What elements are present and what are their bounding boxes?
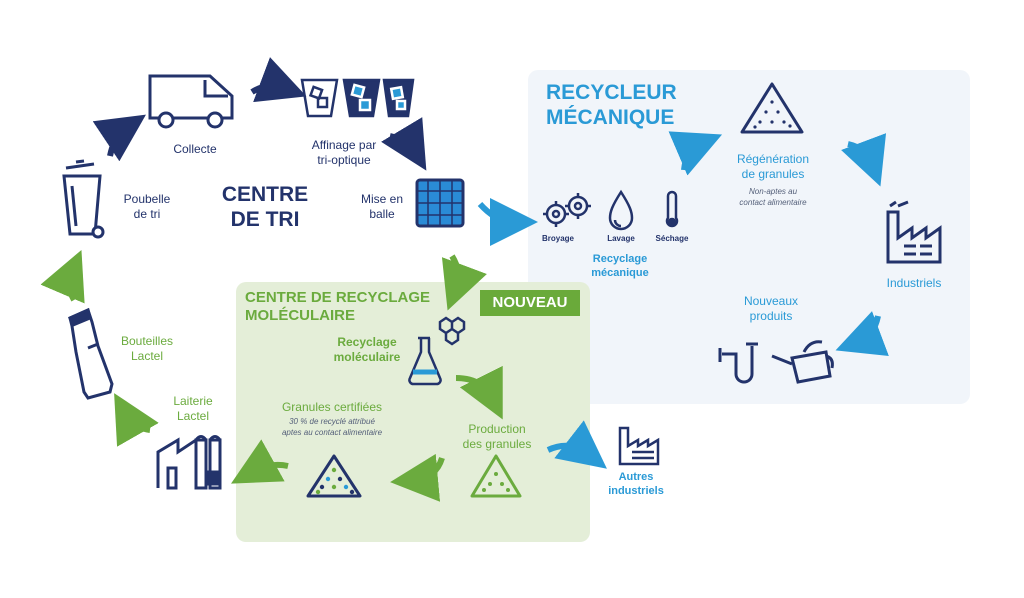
mise-label-line2: balle [369,207,395,221]
centre-de-tri-title-line2: DE TRI [230,208,300,231]
sechage-label: Séchage [655,234,689,243]
bouteilles-label-line2: Lactel [130,349,164,363]
granules-note-line2: aptes au contact alimentaire [281,428,383,437]
regeneration-label-line1: Régénération [736,152,810,166]
arrow-affinage-to-mise [381,117,427,171]
bouteilles-label-line1: Bouteilles [120,334,174,348]
centre-de-tri-title-line1: CENTRE [221,183,309,206]
arrow-regeneration-to-industriels [841,133,887,187]
affinage-label-line1: Affinage par [311,138,377,152]
granules-certifiees-label: Granules certifiées [281,400,383,414]
arrow-production-to-autres [546,420,607,469]
pipe-icon [718,342,758,384]
recycleur-mecanique-title: RECYCLEUR MÉCANIQUE [546,80,677,130]
collecte-label: Collecte [173,142,217,156]
nouveaux-label-line1: Nouveaux [743,294,799,308]
bouteilles-label: Bouteilles Lactel [112,334,182,364]
laiterie-label: Laiterie Lactel [160,394,226,424]
mise-en-balle-label: Mise en balle [352,192,412,222]
arrow-moleculaire-to-production [455,365,503,420]
arrow-laiterie-to-bouteilles [114,393,159,447]
recyclage-moleculaire-label: Recyclage moléculaire [326,335,408,365]
arrow-mise-to-mecanique [477,197,538,246]
arrow-production-to-granules [390,453,445,502]
granules-note: 30 % de recyclé attribué aptes au contac… [264,416,400,438]
granules-note-line1: 30 % de recyclé attribué [289,417,375,426]
arrow-granules-to-laiterie [231,439,289,484]
molecule-flask-icon [408,316,466,386]
recyclage-mol-line1: Recyclage [337,335,397,349]
recycleur-title-line2: MÉCANIQUE [546,106,675,129]
regeneration-note-line1: Non-aptes au [748,187,798,196]
regeneration-label: Régénération de granules [722,152,824,182]
affinage-label: Affinage par tri-optique [296,138,392,168]
green-pellets-icon [470,454,522,498]
arrow-poubelle-to-collecte [92,114,146,162]
production-label: Production des granules [454,422,540,452]
water-drop-icon [608,189,634,231]
poubelle-label-line2: de tri [133,207,161,221]
mise-label-line1: Mise en [360,192,404,206]
recycleur-title-line1: RECYCLEUR [546,81,677,104]
autres-label-line1: Autres [618,471,654,483]
centre-de-tri-title: CENTRE DE TRI [212,182,318,232]
recyclage-mecanique-label: Recyclage mécanique [580,252,660,280]
broyage-label: Broyage [541,234,574,243]
watering-can-icon [771,340,834,384]
arrow-industriels-to-produits [835,311,889,357]
lavage-label: Lavage [607,234,635,243]
recyclage-mol-line2: moléculaire [333,350,401,364]
industrial-factory-icon [886,200,942,264]
arrow-mecanique-to-regeneration [668,131,723,176]
moleculaire-title-line1: CENTRE DE RECYCLAGE [245,289,431,306]
industriels-label: Industriels [886,276,942,290]
centre-recyclage-moleculaire-title: CENTRE DE RECYCLAGE MOLÉCULAIRE [245,289,430,325]
recyclage-meca-line2: mécanique [591,267,649,279]
nouveaux-produits-label: Nouveaux produits [736,294,806,324]
certified-pellets-icon [306,454,362,498]
other-industry-factory-icon [618,426,660,466]
nouveaux-label-line2: produits [749,309,793,323]
dairy-factory-icon [156,435,222,490]
laiterie-label-line1: Laiterie [173,394,213,408]
crushing-gears-icon [543,193,591,227]
arrow-mise-to-moleculaire [441,254,487,311]
production-label-line2: des granules [462,437,532,451]
regeneration-note: Non-aptes au contact alimentaire [722,186,824,208]
thermometer-icon [665,190,679,228]
laiterie-label-line2: Lactel [176,409,210,423]
bale-icon [415,178,465,228]
pellets-pile-icon [740,82,804,134]
poubelle-label-line1: Poubelle [123,192,171,206]
arrow-collecte-to-affinage [250,57,307,103]
recyclage-meca-line1: Recyclage [592,253,648,265]
autres-industriels-label: Autres industriels [598,470,674,498]
production-label-line1: Production [468,422,526,436]
optical-sorting-icon [300,78,415,118]
affinage-label-line2: tri-optique [317,153,371,167]
autres-label-line2: industriels [608,485,664,497]
truck-icon [148,74,234,129]
milk-bottle-icon [68,307,114,400]
moleculaire-title-line2: MOLÉCULAIRE [245,307,355,324]
regeneration-note-line2: contact alimentaire [739,198,807,207]
arrow-bouteilles-to-poubelle [40,249,85,304]
sorting-bin-icon [62,159,105,239]
nouveau-badge: NOUVEAU [480,290,580,316]
poubelle-label: Poubelle de tri [116,192,178,222]
regeneration-label-line2: de granules [741,167,805,181]
